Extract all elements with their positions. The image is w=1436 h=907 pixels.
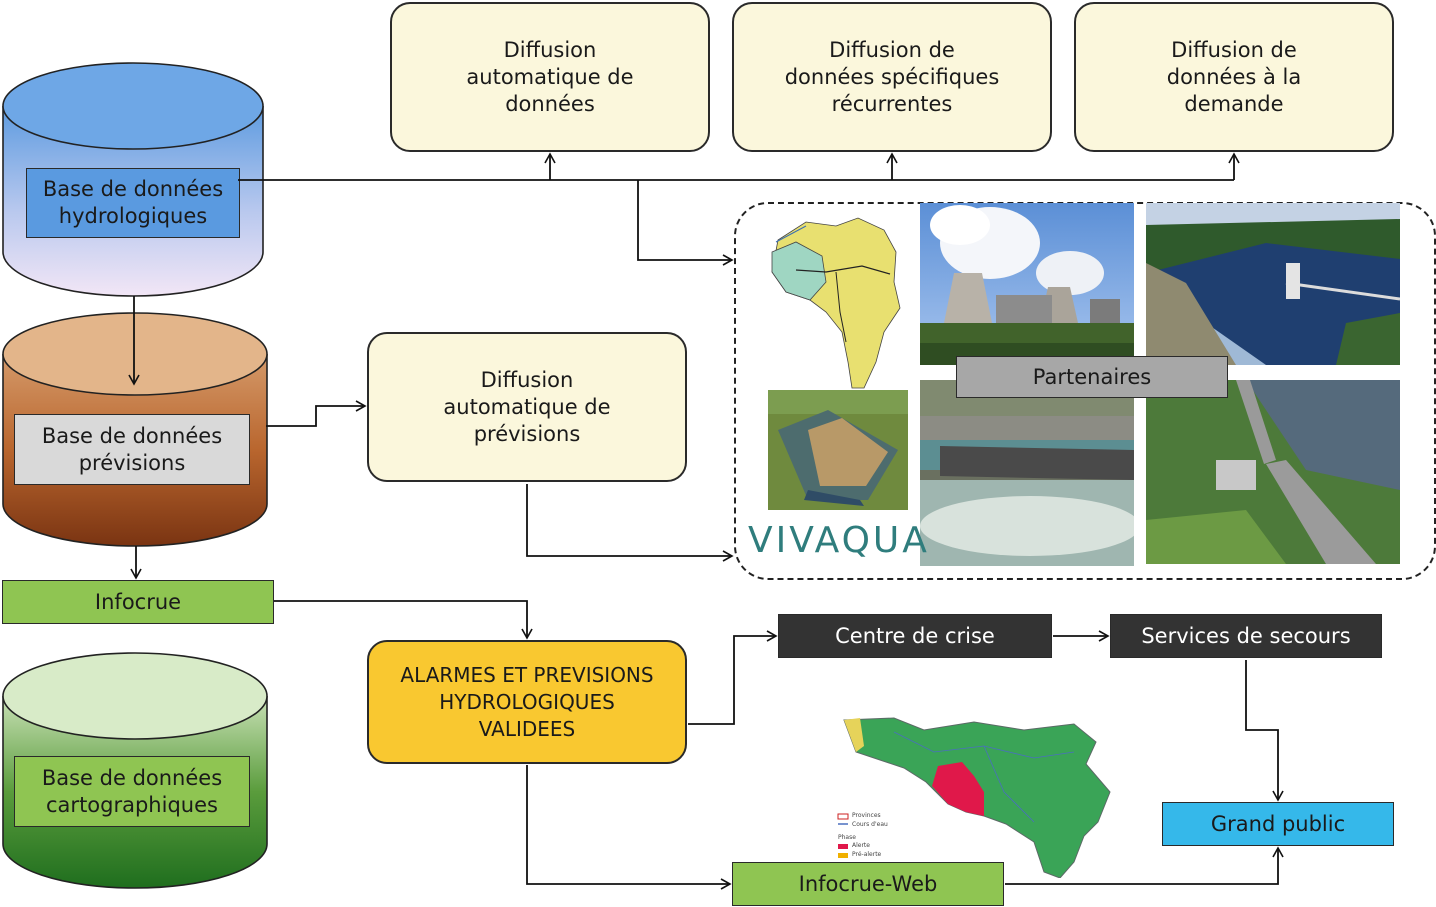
box-infocrue-web: Infocrue-Web xyxy=(732,862,1004,906)
box-diffusion-automatique-previsions: Diffusion automatique de prévisions xyxy=(367,332,687,482)
box-diffusion-donnees-specifiques: Diffusion de données spécifiques récurre… xyxy=(732,2,1052,152)
basin-map-icon xyxy=(766,212,906,390)
box-alarmes-previsions: ALARMES ET PREVISIONS HYDROLOGIQUES VALI… xyxy=(367,640,687,764)
label-base-cartographiques: Base de données cartographiques xyxy=(14,756,250,827)
wire-alarms-to-crise xyxy=(688,630,778,725)
box-centre-de-crise: Centre de crise xyxy=(778,614,1052,658)
photo-nuclear-plant xyxy=(920,203,1134,365)
box-grand-public: Grand public xyxy=(1162,802,1394,846)
wire-to-partners xyxy=(637,180,734,266)
cylinder-previsions: Base de données prévisions xyxy=(2,312,268,548)
lock-aerial-icon xyxy=(1146,380,1400,564)
label-partenaires: Partenaires xyxy=(956,356,1228,398)
photo-lock-aerial xyxy=(1146,380,1400,564)
wire-previsions-to-diffusion xyxy=(266,400,367,427)
wire-secours-to-public xyxy=(1245,660,1284,802)
label-base-previsions: Base de données prévisions xyxy=(14,414,250,485)
wire-diffusion-previsions-to-partners xyxy=(526,484,734,562)
reservoir-icon xyxy=(1146,203,1400,365)
legend-alerte: Alerte xyxy=(852,842,870,849)
legend-cours-eau: Cours d'eau xyxy=(852,821,888,828)
cylinder-hydro: Base de données hydrologiques xyxy=(2,62,264,300)
box-infocrue: Infocrue xyxy=(2,580,274,624)
box-services-de-secours: Services de secours xyxy=(1110,614,1382,658)
vivaqua-logo: VIVAQUA xyxy=(748,520,930,561)
photo-basin-map xyxy=(766,212,906,390)
photo-reservoir-dam xyxy=(1146,203,1400,365)
photo-weir xyxy=(920,380,1134,566)
box-diffusion-donnees-demande: Diffusion de données à la demande xyxy=(1074,2,1394,152)
legend-provinces: Provinces xyxy=(852,812,881,819)
nuclear-plant-icon xyxy=(920,203,1134,365)
barge-icon xyxy=(768,390,908,510)
weir-icon xyxy=(920,380,1134,566)
label-base-hydrologiques: Base de données hydrologiques xyxy=(26,168,240,238)
cylinder-carto: Base de données cartographiques xyxy=(2,652,268,890)
legend-phase: Phase xyxy=(838,834,856,841)
photo-barge xyxy=(768,390,908,510)
box-diffusion-automatique-donnees: Diffusion automatique de données xyxy=(390,2,710,152)
wire-infocrue-to-alarms xyxy=(274,600,533,640)
legend-pre-alerte: Pré-alerte xyxy=(852,851,882,858)
wire-alarms-to-web xyxy=(526,765,732,890)
